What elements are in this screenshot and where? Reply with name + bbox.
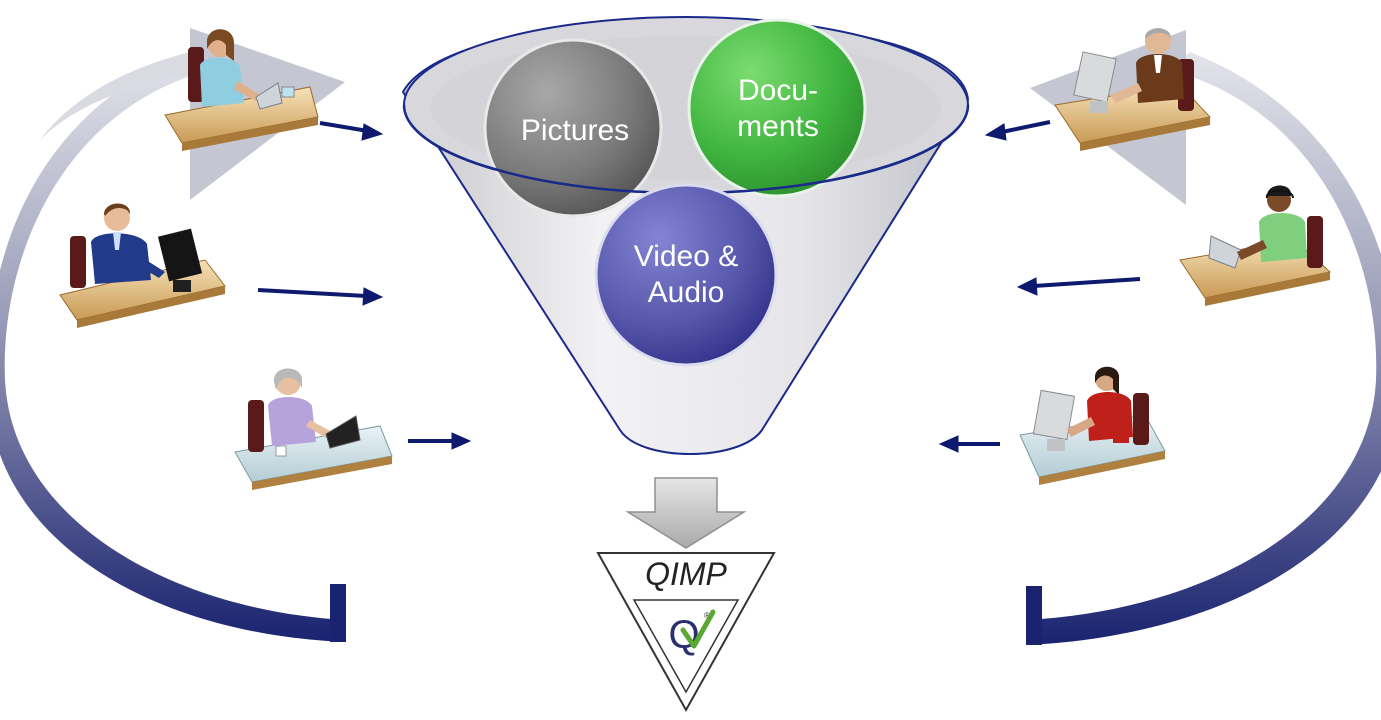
user-older-woman-laptop xyxy=(234,368,393,490)
pictures-label: Pictures xyxy=(521,114,629,147)
arrow-left-1 xyxy=(319,121,384,141)
documents-circle: Docu- ments xyxy=(687,18,867,198)
user-woman-red-monitor xyxy=(1019,366,1166,485)
video-label-line2: Audio xyxy=(648,276,725,309)
user-man-suit-monitor xyxy=(59,203,226,328)
video-label-line1: Video & xyxy=(634,240,739,273)
user-woman-headset-laptop xyxy=(1179,185,1332,306)
arrow-left-2 xyxy=(257,287,384,306)
arrow-right-2 xyxy=(1016,277,1141,296)
arrow-right-3 xyxy=(938,435,1000,453)
pictures-circle: Pictures xyxy=(483,38,663,218)
left-input-arrows xyxy=(257,121,472,450)
documents-label-line1: Docu- xyxy=(738,74,818,107)
arrow-right-1 xyxy=(984,120,1051,141)
right-input-arrows xyxy=(938,120,1141,453)
user-older-man-monitor xyxy=(1054,28,1211,151)
qimp-title: QIMP xyxy=(645,556,727,592)
registered-mark: ® xyxy=(704,611,710,620)
user-woman-laptop xyxy=(164,29,319,151)
qimp-logo: QIMP Q ® xyxy=(596,552,776,713)
arrow-left-3 xyxy=(408,432,472,450)
check-icon xyxy=(680,609,716,649)
video-audio-circle: Video & Audio xyxy=(594,183,778,367)
documents-label-line2: ments xyxy=(737,110,819,143)
down-arrow xyxy=(625,477,747,549)
